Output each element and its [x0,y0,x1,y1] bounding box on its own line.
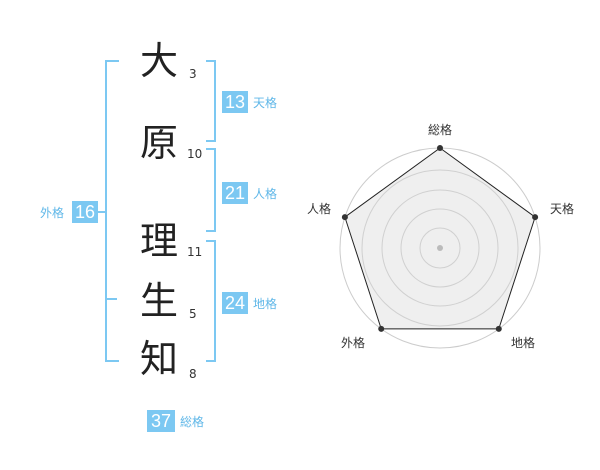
name-char-3: 理 [140,219,179,263]
stroke-count-4: 5 [189,307,197,321]
gaikaku-bracket-connector [96,211,106,213]
jinkaku-label: 人格 [253,187,278,201]
radar-ring-2 [381,189,499,307]
name-char-4: 生 [140,279,179,323]
radar-ring-3 [400,208,480,288]
radar-axis-label-tenkaku: 天格 [550,202,575,216]
radar-data-polygon [344,147,536,330]
radar-point-5 [341,214,348,221]
radar-ring-1 [361,169,519,327]
radar-axis-label-jinkaku: 人格 [307,202,332,216]
radar-point-4 [378,325,385,332]
stroke-count-1: 3 [189,67,197,81]
radar-axis-label-chikaku: 地格 [511,336,536,350]
name-char-1: 大 [140,39,179,83]
tenkaku-label: 天格 [253,96,278,110]
name-char-2: 原 [140,121,179,165]
radar-axis-label-soukaku: 総格 [428,123,453,137]
soukaku-value: 37 [147,410,175,432]
radar-center-dot [437,245,443,251]
tenkaku-value: 13 [222,91,248,113]
tenkaku-bracket [206,60,216,142]
chikaku-label: 地格 [253,297,278,311]
gaikaku-value: 16 [72,201,98,223]
radar-point-2 [532,214,539,221]
radar-ring-4 [419,227,461,269]
gaikaku-bracket [105,60,119,362]
chikaku-value: 24 [222,292,248,314]
stroke-count-5: 8 [189,367,197,381]
radar-point-3 [495,325,502,332]
gaikaku-label: 外格 [40,206,65,220]
stroke-count-2: 10 [187,147,203,161]
gaikaku-bracket-tick [107,298,117,300]
radar-axis-label-gaikaku: 外格 [341,336,366,350]
name-char-5: 知 [140,337,179,381]
soukaku-label: 総格 [180,415,205,429]
chikaku-bracket [206,240,216,362]
stroke-count-3: 11 [187,245,203,259]
jinkaku-bracket [206,148,216,232]
jinkaku-value: 21 [222,182,248,204]
radar-point-1 [437,145,443,151]
